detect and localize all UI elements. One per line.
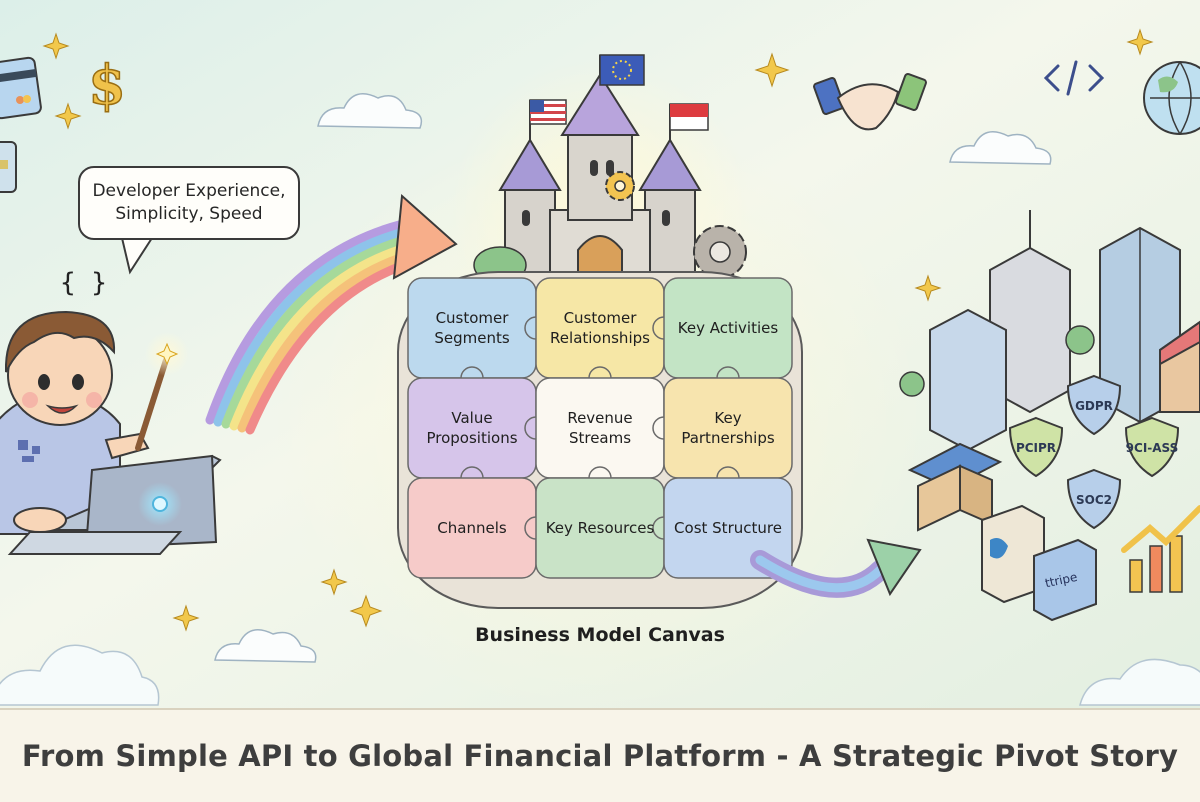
canvas-block-customer-relationships: Customer Relationships <box>550 309 650 347</box>
speech-bubble-text: Developer Experience, Simplicity, Speed <box>92 181 286 224</box>
pivot-arrow <box>750 538 922 598</box>
flag-singapore-icon <box>669 103 709 140</box>
credit-card-icon <box>0 56 42 120</box>
credit-card-icon <box>0 141 17 193</box>
canvas-block-customer-segments: Customer Segments <box>434 309 510 347</box>
cloud-icon <box>214 629 317 663</box>
page-title: From Simple API to Global Financial Plat… <box>21 739 1179 773</box>
laptop-icon <box>7 454 222 555</box>
cloud-icon <box>1079 658 1200 706</box>
flag-usa-icon <box>529 99 567 140</box>
shield-icon: 9CI-ASS <box>1124 416 1180 478</box>
cloud-icon <box>0 644 160 706</box>
canvas-block-channels: Channels <box>437 519 507 537</box>
badge-label: SOC2 <box>1076 493 1112 507</box>
canvas-block-key-activities: Key Activities <box>677 319 779 337</box>
magic-wand-icon <box>135 332 189 451</box>
badge-label: 9CI-ASS <box>1126 441 1179 455</box>
flag-eu-icon <box>599 54 645 86</box>
speech-bubble: Developer Experience, Simplicity, Speed <box>78 166 300 240</box>
shield-icon: SOC2 <box>1066 468 1122 530</box>
product-box: ttripe <box>1033 538 1097 622</box>
dollar-sign-icon: $ <box>88 53 126 117</box>
canvas-block-cost-structure: Cost Structure <box>674 519 782 537</box>
canvas-block-key-partnerships: Key Partnerships <box>681 409 775 447</box>
canvas-caption: Business Model Canvas <box>475 624 725 646</box>
canvas-grid <box>407 277 793 579</box>
shield-icon: PCIPR <box>1008 416 1064 478</box>
canvas-block-key-resources: Key Resources <box>545 519 655 537</box>
gear-icon <box>693 225 747 279</box>
cloud-icon <box>949 131 1052 165</box>
cloud-icon <box>317 93 423 129</box>
canvas-block-value-propositions: Value Propositions <box>426 409 518 447</box>
product-box-label: ttripe <box>1044 570 1079 590</box>
badge-label: GDPR <box>1075 399 1113 413</box>
rainbow-arrow <box>205 193 458 435</box>
gear-icon <box>605 171 635 201</box>
storefront-icon <box>1159 320 1200 413</box>
sparkle-icon <box>42 28 1154 632</box>
shield-icon: GDPR <box>1066 374 1122 436</box>
code-braces-icon: { } <box>60 268 107 298</box>
handshake-icon <box>813 73 927 131</box>
badge-label: PCIPR <box>1016 441 1056 455</box>
canvas-block-revenue-streams: Revenue Streams <box>567 409 633 447</box>
globe-icon <box>1143 61 1200 135</box>
compliance-badges: GDPR PCIPR 9CI-ASS SOC2 <box>1008 374 1180 530</box>
storefront-icon <box>907 442 1003 532</box>
code-icon <box>1043 60 1105 96</box>
growth-chart-icon <box>1121 505 1200 593</box>
footer-banner: From Simple API to Global Financial Plat… <box>0 708 1200 802</box>
